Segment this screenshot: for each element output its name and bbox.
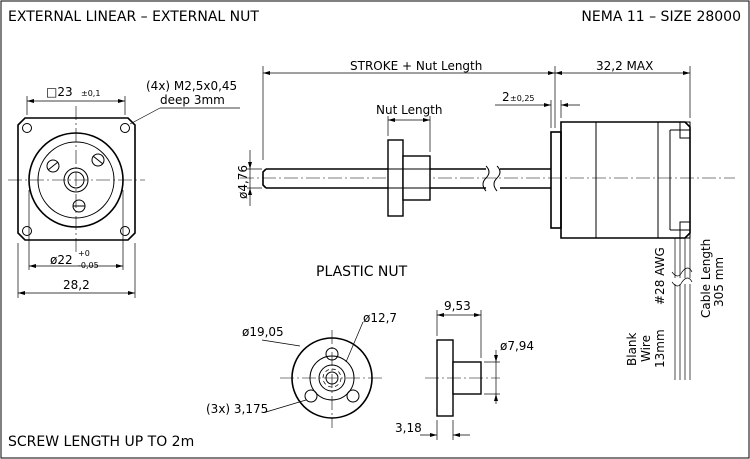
cable-length-label-2: 305 mm — [712, 257, 726, 307]
blank-wire-label-1: Blank — [625, 332, 639, 366]
width-label: 28,2 — [63, 278, 90, 292]
cable-length-label-1: Cable Length — [699, 239, 713, 318]
max-length-label: 32,2 MAX — [596, 59, 653, 73]
blank-wire-label-3: 13mm — [653, 329, 667, 368]
square-size-label: □23 — [46, 85, 73, 99]
stroke-label: STROKE + Nut Length — [350, 59, 482, 73]
gap-tol: ±0,25 — [510, 94, 535, 103]
pilot-tol-lower: -0,05 — [78, 261, 99, 270]
holes-dia-label: (3x) 3,175 — [206, 402, 268, 416]
flange-thickness-label: 3,18 — [395, 421, 422, 435]
nut-title: PLASTIC NUT — [316, 264, 408, 280]
nut-length-dim: 9,53 — [444, 299, 471, 313]
hub-dia-label: ø12,7 — [363, 311, 397, 325]
nut-detail: PLASTIC NUT ø19,05 ø12,7 (3x) 3,175 9,53 — [206, 264, 534, 440]
nut-length-label: Nut Length — [376, 103, 443, 117]
blank-wire-label-2: Wire — [639, 335, 653, 362]
pilot-dia-label: ø22 — [50, 253, 73, 267]
awg-label: #28 AWG — [653, 247, 667, 305]
pilot-tol-upper: +0 — [78, 249, 90, 258]
side-view: STROKE + Nut Length 32,2 MAX Nut Length … — [236, 59, 735, 380]
holes-label-2: deep 3mm — [160, 93, 225, 107]
square-size-tol: ±0,1 — [81, 89, 100, 98]
footer-note: SCREW LENGTH UP TO 2m — [8, 434, 194, 450]
shaft-dia-label: ø4,76 — [236, 165, 250, 199]
holes-label-1: (4x) M2,5x0,45 — [146, 79, 237, 93]
gap-label: 2 — [502, 90, 510, 104]
flange-dia-label: ø19,05 — [242, 325, 284, 339]
thread-dia-label: ø7,94 — [500, 339, 534, 353]
title-right: NEMA 11 – SIZE 28000 — [581, 9, 741, 25]
front-view: □23 ±0,1 (4x) M2,5x0,45 deep 3mm ø22 +0 … — [8, 79, 240, 298]
title-left: EXTERNAL LINEAR – EXTERNAL NUT — [8, 9, 259, 25]
